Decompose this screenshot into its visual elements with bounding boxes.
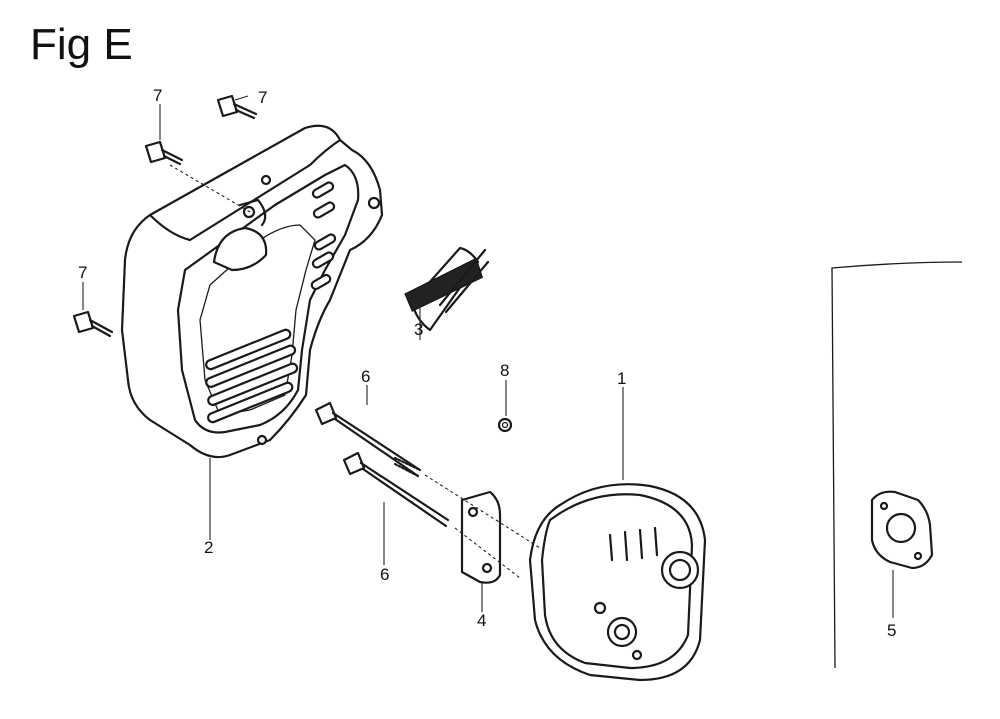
figure-title: Fig E [30,20,133,69]
callout-7-left: 7 [78,263,87,282]
flange-bolt-left [72,310,114,338]
callout-8: 8 [500,361,509,380]
callout-6-lower: 6 [380,565,389,584]
long-bolt-upper [314,401,422,478]
callout-7-top-right: 7 [258,88,267,107]
callout-4: 4 [477,611,486,630]
flange-bolt-top-left [144,140,184,166]
spark-arrester [404,246,490,332]
flange-bolt-top-right [216,94,258,120]
muffler-protector [120,124,384,459]
callout-2: 2 [204,538,213,557]
leader-lines [82,95,894,618]
callouts: 1 2 3 4 5 6 6 7 7 7 8 [78,86,896,640]
callout-3: 3 [414,320,423,339]
screw [497,417,513,433]
muffler [528,483,707,682]
exhaust-gasket [870,490,934,570]
callout-5: 5 [887,621,896,640]
muffler-gasket-plate [460,490,502,584]
long-bolt-lower [342,451,450,528]
inset-frame [831,261,963,669]
callout-7-top-left: 7 [153,86,162,105]
callout-1: 1 [617,369,626,388]
callout-6-upper: 6 [361,367,370,386]
